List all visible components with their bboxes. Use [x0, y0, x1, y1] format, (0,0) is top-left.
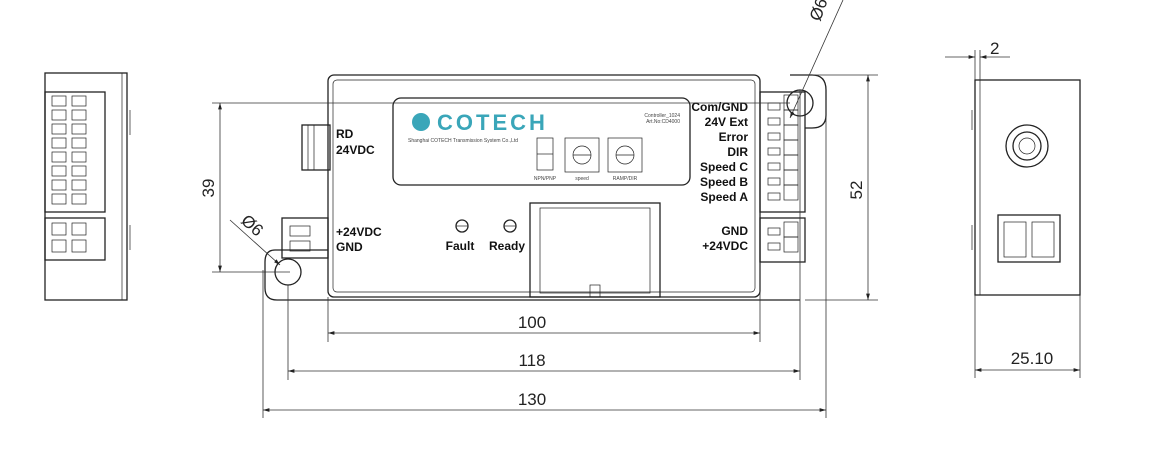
- terminal-slot: [51, 137, 67, 149]
- terminal-slot: [51, 151, 67, 163]
- dim-hole-left: Ø6: [237, 211, 267, 240]
- power-connector-left: [281, 217, 329, 259]
- terminal-slot: [767, 227, 781, 236]
- terminal-cell: [783, 139, 799, 156]
- terminal-slot: [71, 137, 87, 149]
- terminal-slot: [71, 151, 87, 163]
- power-plus-label: +24VDC: [336, 225, 382, 239]
- terminal-slot: [51, 123, 67, 135]
- terminal-label: +24VDC: [702, 239, 748, 253]
- terminal-slot: [767, 162, 781, 171]
- fault-label: Fault: [446, 239, 475, 253]
- dim-2: 2: [990, 39, 999, 58]
- dim-118: 118: [518, 351, 545, 370]
- terminal-slot: [51, 95, 67, 107]
- terminal-slot: [51, 165, 67, 177]
- terminal-slot: [51, 179, 67, 191]
- terminal-label: Speed C: [700, 160, 748, 174]
- brand-name: COTECH: [437, 110, 548, 135]
- rd-voltage-label: 24VDC: [336, 143, 375, 157]
- dim-39: 39: [199, 179, 218, 198]
- signal-terminal-block: [759, 91, 806, 213]
- terminal-slot: [51, 193, 67, 205]
- terminal-label: Error: [719, 130, 749, 144]
- terminal-slot: [767, 102, 781, 111]
- article-number: Art.No:CD4000: [646, 119, 680, 125]
- brand-logo-icon: [412, 113, 430, 131]
- dim-100: 100: [518, 313, 546, 332]
- terminal-slot: [71, 222, 87, 236]
- terminal-slot: [767, 177, 781, 186]
- terminal-cell: [783, 154, 799, 171]
- dim-25-10: 25.10: [1011, 349, 1054, 368]
- power-terminal-block: [759, 217, 806, 263]
- terminal-slot: [767, 147, 781, 156]
- terminal-cell: [783, 221, 799, 238]
- terminal-slot: [51, 109, 67, 121]
- terminal-slot: [51, 222, 67, 236]
- terminal-cell: [783, 169, 799, 186]
- terminal-slot: [51, 239, 67, 253]
- speed-potentiometer[interactable]: [564, 137, 600, 173]
- company-name: Shanghai COTECH Transmission System Co.,…: [408, 138, 518, 144]
- right-side-view: 2 25.10: [945, 39, 1081, 378]
- terminal-label: Speed B: [700, 175, 748, 189]
- terminal-slot: [767, 117, 781, 126]
- terminal-slot: [71, 165, 87, 177]
- round-connector-end: [1005, 124, 1049, 168]
- dim-hole-top: Ø6: [806, 0, 832, 23]
- dim-52: 52: [847, 181, 866, 200]
- terminal-cell: [783, 94, 799, 111]
- ready-label: Ready: [489, 239, 525, 253]
- terminal-slot: [71, 179, 87, 191]
- model-name: Controller_1024: [644, 113, 680, 119]
- terminal-cell: [783, 184, 799, 201]
- terminal-slot: [767, 242, 781, 251]
- speed-label: speed: [575, 176, 589, 182]
- terminal-slot: [71, 193, 87, 205]
- terminal-cell: [783, 124, 799, 141]
- terminal-slot: [71, 95, 87, 107]
- power-gnd-label: GND: [336, 240, 363, 254]
- terminal-cell: [783, 236, 799, 253]
- dim-130: 130: [518, 390, 546, 409]
- ramp-dir-label: RAMP/DIR: [613, 176, 638, 182]
- cable-housing: [529, 202, 661, 298]
- terminal-label: Speed A: [700, 190, 748, 204]
- terminal-label: 24V Ext: [705, 115, 748, 129]
- npn-pnp-label: NPN/PNP: [534, 176, 557, 182]
- terminal-slot: [71, 123, 87, 135]
- front-view: COTECH Shanghai COTECH Transmission Syst…: [264, 74, 827, 301]
- dimensions: 39 52 100 118 130 Ø6 Ø6: [199, 0, 878, 418]
- terminal-slot: [71, 109, 87, 121]
- power-connector-end: [997, 214, 1061, 263]
- terminal-slot: [767, 132, 781, 141]
- label-panel: [392, 97, 691, 186]
- ramp-dir-potentiometer[interactable]: [607, 137, 643, 173]
- terminal-label: Com/GND: [691, 100, 748, 114]
- left-side-view: [44, 72, 131, 301]
- terminal-label: DIR: [727, 145, 748, 159]
- terminal-slot: [767, 192, 781, 201]
- terminal-label: GND: [721, 224, 748, 238]
- terminal-slot: [71, 239, 87, 253]
- rd-label: RD: [336, 127, 354, 141]
- round-connector: [301, 124, 331, 171]
